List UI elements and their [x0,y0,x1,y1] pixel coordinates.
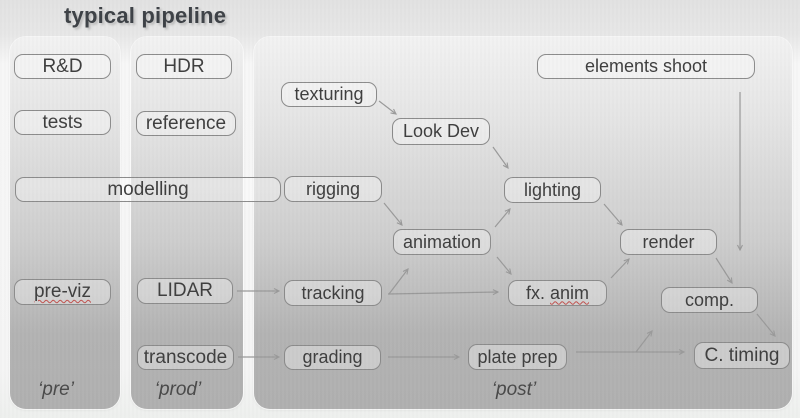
panel-label-post: ‘post’ [491,379,537,400]
node-modelling: modelling [15,177,281,202]
node-render: render [620,229,717,255]
node-lidar: LIDAR [137,278,233,304]
arrow-fx-anim-to-render [610,258,630,279]
node-label: plate prep [477,346,558,367]
node-label: modelling [107,178,189,200]
node-c-timing: C. timing [694,342,790,369]
node-elements-shoot: elements shoot [537,54,755,79]
node-comp: comp. [661,287,758,313]
node-look-dev: Look Dev [392,118,490,145]
node-label: grading [302,347,363,367]
panel-pre: ‘pre’ [10,37,120,409]
node-reference: reference [136,111,236,136]
node-label-misspelled: anim [550,282,590,303]
node-tests: tests [14,110,111,135]
arrow-animation-to-lighting [494,208,511,228]
arrow-plate-prep-to-comp [635,330,653,353]
node-label: R&D [42,55,83,77]
node-animation: animation [393,229,491,255]
node-pre-viz: pre-viz [14,279,111,305]
node-label: comp. [684,289,735,310]
node-label: render [642,231,695,252]
page-title: typical pipeline [64,3,227,28]
node-label: elements shoot [584,56,708,76]
node-transcode: transcode [137,345,234,370]
node-rigging: rigging [284,176,382,202]
node-label: LIDAR [157,280,213,301]
node-grading: grading [284,345,381,370]
node-label: lighting [523,179,582,200]
arrow-texturing-to-look-dev [378,100,397,115]
node-plate-prep: plate prep [468,344,567,370]
node-hdr: HDR [136,54,232,79]
arrow-rigging-to-animation [383,202,403,226]
panel-label-prod: ‘prod’ [154,379,202,400]
node-label: rigging [305,178,361,199]
node-label: Look Dev [402,121,480,141]
arrow-tracking-to-fx-anim [387,289,500,296]
arrow-tracking-to-animation [388,268,409,295]
arrow-animation-to-fx-anim [496,256,512,275]
node-r-and-d: R&D [14,54,111,79]
node-texturing: texturing [281,82,377,107]
node-label: HDR [163,55,205,77]
arrow-lighting-to-render [603,203,623,226]
node-lighting: lighting [504,177,601,203]
node-label: texturing [294,84,364,104]
node-label: animation [402,231,482,252]
node-tracking: tracking [284,280,382,306]
node-label-misspelled: pre-viz [33,281,91,302]
panel-prod: ‘prod’ [131,37,243,409]
arrow-render-to-comp [715,257,733,285]
node-label: transcode [143,346,228,368]
node-label: C. timing [704,344,780,366]
node-label: reference [145,112,227,134]
node-label: tracking [301,282,365,303]
node-label: fx. [525,282,550,303]
arrow-look-dev-to-lighting [492,146,509,170]
arrow-comp-to-c-timing [756,313,776,337]
panel-label-pre: ‘pre’ [38,379,74,400]
node-label: tests [42,111,83,133]
node-fx-anim: fx. anim [508,280,607,306]
